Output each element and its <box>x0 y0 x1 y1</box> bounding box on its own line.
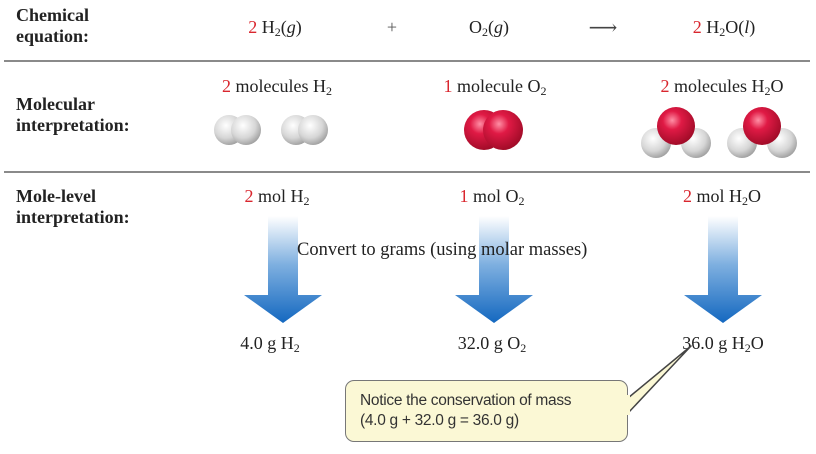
unit-text: molecules <box>235 76 309 96</box>
label-line: interpretation: <box>16 207 130 227</box>
equation-product-h2o: 2 H2Ol <box>693 17 756 38</box>
subscript: 2 <box>518 194 525 208</box>
subscript: 2 <box>482 25 488 39</box>
mass-value: 32.0 g <box>457 333 503 353</box>
o2-molecule-icon <box>464 110 523 150</box>
mole-h2-label: 2 mol H2 <box>244 186 309 207</box>
unit-text: molecule <box>457 76 523 96</box>
state: g <box>488 17 509 37</box>
formula-symbol: H <box>312 76 326 96</box>
mass-value: 36.0 g <box>682 333 728 353</box>
label-line: equation: <box>16 26 90 46</box>
subscript: 2 <box>325 84 332 98</box>
down-arrow-icon <box>455 216 533 323</box>
coefficient: 2 <box>692 17 702 37</box>
grams-h2: 4.0 g H2 <box>240 333 300 354</box>
divider <box>4 60 810 62</box>
reaction-arrow: ⟶ <box>588 17 618 39</box>
coefficient: 2 <box>682 186 692 206</box>
coefficient: 2 <box>660 76 670 96</box>
molecular-h2-label: 2 molecules H2 <box>222 76 332 97</box>
subscript: 2 <box>540 84 547 98</box>
mole-o2-label: 1 mol O2 <box>459 186 524 207</box>
label-line: Chemical <box>16 5 89 25</box>
grams-o2: 32.0 g O2 <box>458 333 527 354</box>
formula-symbol: H <box>261 17 275 37</box>
unit-text: mol <box>257 186 287 206</box>
unit-text: molecules <box>674 76 747 96</box>
formula-tail: O <box>725 17 739 37</box>
divider <box>4 171 810 173</box>
coefficient: 2 <box>222 76 232 96</box>
subscript: 2 <box>303 194 310 208</box>
formula-symbol: H <box>290 186 304 206</box>
callout-pointer <box>626 345 692 415</box>
grams-h2o: 36.0 g H2O <box>682 333 764 354</box>
coefficient: 2 <box>244 186 254 206</box>
unit-text: mol <box>696 186 725 206</box>
formula-symbol: H <box>706 17 720 37</box>
equation-reactant-h2: 2 H2g <box>248 17 302 38</box>
molecule-illustrations <box>214 107 797 158</box>
down-arrow-icon <box>244 216 322 323</box>
coefficient: 1 <box>459 186 469 206</box>
subscript: 2 <box>274 25 281 39</box>
row-label-chemical-equation: Chemical equation: <box>16 5 89 47</box>
equation-reactant-o2: O2g <box>469 17 509 38</box>
subscript: 2 <box>293 341 300 355</box>
conversion-arrows <box>244 216 762 323</box>
formula-tail: O <box>750 333 764 353</box>
down-arrow-icon <box>684 216 762 323</box>
row-label-mole-level: Mole-level interpretation: <box>16 186 130 228</box>
unit-text: mol <box>472 186 502 206</box>
formula-tail: O <box>748 186 762 206</box>
formula-symbol: O <box>469 17 482 37</box>
callout-line: Notice the conservation of mass <box>360 392 572 409</box>
h2o-molecule-icon <box>641 107 711 158</box>
formula-symbol: O <box>505 186 519 206</box>
h2-molecule-icon <box>214 115 261 145</box>
callout-line: (4.0 g + 32.0 g = 36.0 g) <box>360 412 519 429</box>
formula-symbol: H <box>731 333 745 353</box>
conservation-callout: Notice the conservation of mass (4.0 g +… <box>345 380 628 442</box>
plus-sign: + <box>386 17 398 37</box>
state: l <box>738 17 755 37</box>
subscript: 2 <box>520 341 527 355</box>
formula-tail: O <box>770 76 784 96</box>
label-line: Molecular <box>16 94 95 114</box>
formula-symbol: H <box>729 186 743 206</box>
mole-h2o-label: 2 mol H2O <box>683 186 761 207</box>
subscript: 2 <box>742 194 749 208</box>
molecular-o2-label: 1 molecule O2 <box>444 76 547 97</box>
label-line: Mole-level <box>16 186 96 206</box>
formula-symbol: H <box>751 76 765 96</box>
subscript: 2 <box>764 84 771 98</box>
row-label-molecular: Molecular interpretation: <box>16 94 130 136</box>
formula-symbol: H <box>280 333 294 353</box>
subscript: 2 <box>719 25 726 39</box>
formula-symbol: O <box>527 76 541 96</box>
h2o-molecule-icon <box>727 107 797 158</box>
molecular-h2o-label: 2 molecules H2O <box>661 76 784 97</box>
coefficient: 1 <box>443 76 453 96</box>
convert-instruction: Convert to grams (using molar masses) <box>297 240 588 260</box>
h2-molecule-icon <box>281 115 328 145</box>
coefficient: 2 <box>248 17 258 37</box>
subscript: 2 <box>744 341 751 355</box>
label-line: interpretation: <box>16 115 130 135</box>
formula-symbol: O <box>507 333 521 353</box>
state: g <box>281 17 302 37</box>
mass-value: 4.0 g <box>240 333 277 353</box>
